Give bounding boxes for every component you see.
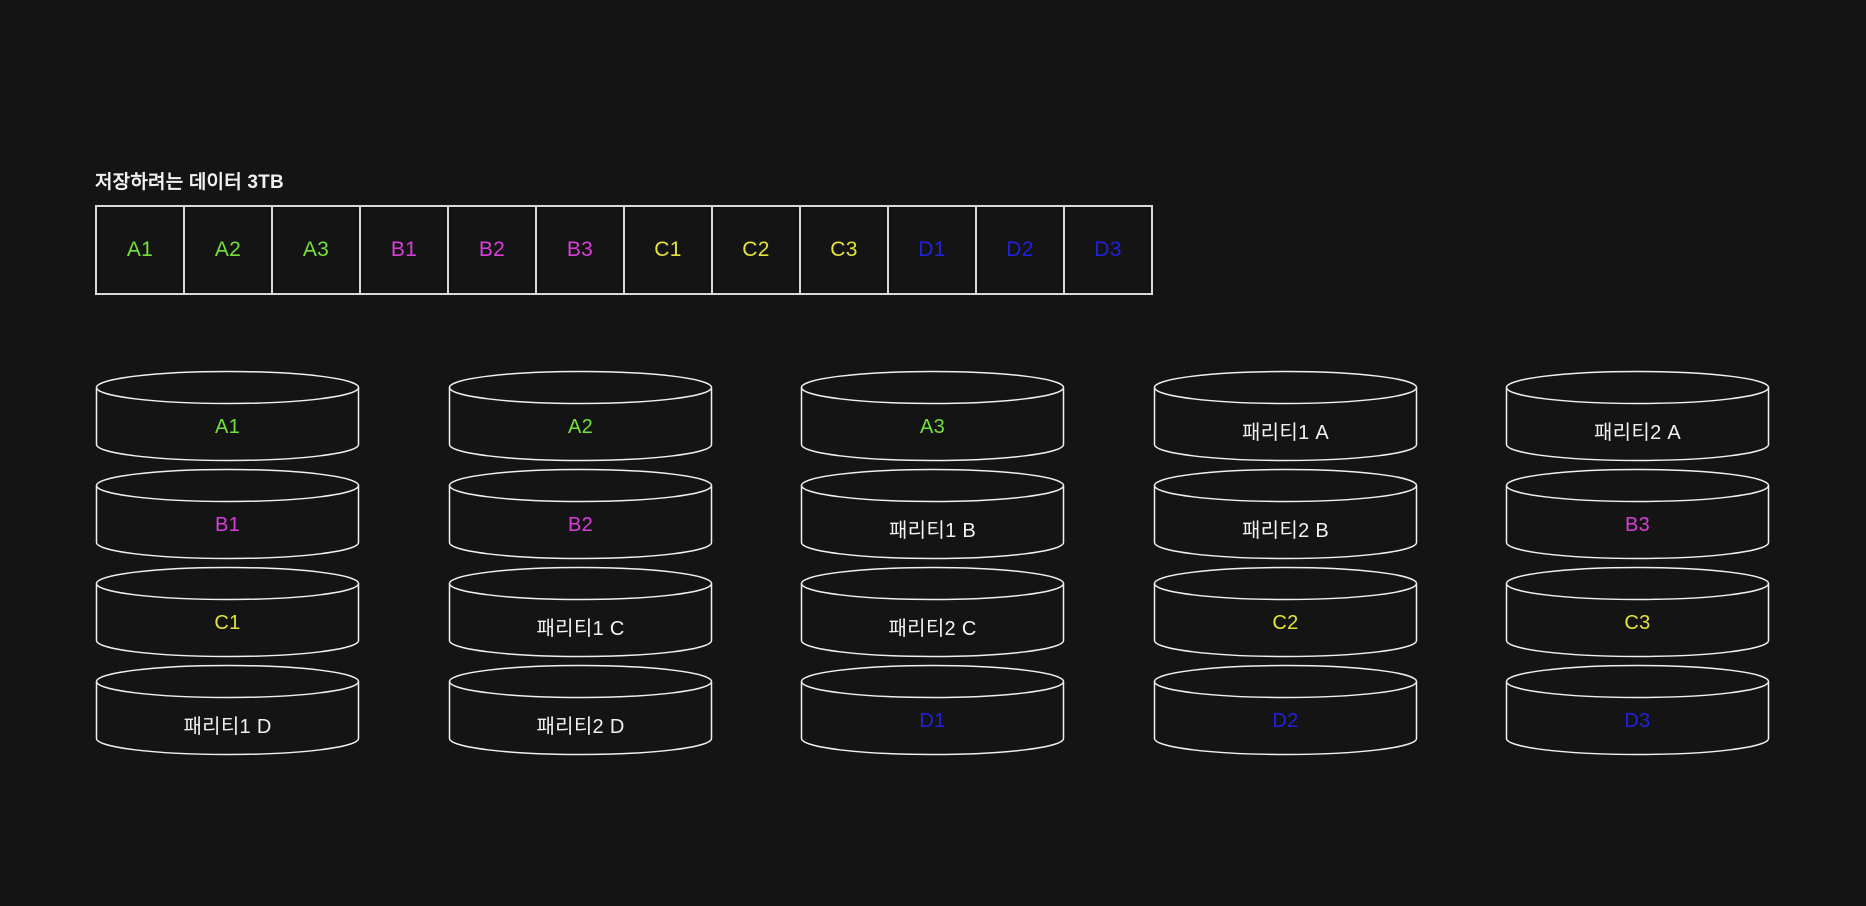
disk-cylinder-icon bbox=[800, 468, 1065, 560]
disk-cylinder-icon bbox=[95, 664, 360, 756]
disk-slot-label: 패리티1 A bbox=[1241, 422, 1330, 444]
disk-cylinder-icon bbox=[448, 664, 713, 756]
data-block-cell: C1 bbox=[625, 207, 713, 293]
data-block-cell: D3 bbox=[1065, 207, 1151, 293]
disk-cylinder-icon bbox=[800, 664, 1065, 756]
data-block-cell: A3 bbox=[273, 207, 361, 293]
disk-cylinder-icon bbox=[1505, 468, 1770, 560]
data-block-cell: C2 bbox=[713, 207, 801, 293]
disk-slot: B1 bbox=[95, 468, 360, 560]
disk-slot: 패리티1 D bbox=[95, 664, 360, 756]
disk-cylinder-icon bbox=[95, 370, 360, 462]
disk-cylinder-icon bbox=[95, 468, 360, 560]
disk-cylinder-icon bbox=[800, 370, 1065, 462]
disk-slot-label: 패리티2 A bbox=[1593, 422, 1682, 444]
disk-slot-label: B2 bbox=[567, 514, 594, 536]
disk-column-3: A3 패리티1 B 패리티2 C D1 bbox=[800, 370, 1065, 762]
disk-cylinder-icon bbox=[95, 566, 360, 658]
data-block-label: B3 bbox=[566, 238, 594, 261]
disk-cylinder-icon bbox=[1505, 664, 1770, 756]
data-block-cell: A2 bbox=[185, 207, 273, 293]
data-block-label: B1 bbox=[390, 238, 418, 261]
disk-cylinder-icon bbox=[1153, 468, 1418, 560]
data-block-cell: D1 bbox=[889, 207, 977, 293]
disk-slot-label: 패리티2 B bbox=[1241, 520, 1330, 542]
disk-slot-label: C2 bbox=[1272, 612, 1299, 634]
disk-slot: C1 bbox=[95, 566, 360, 658]
data-block-label: C3 bbox=[830, 238, 858, 261]
data-block-label: B2 bbox=[478, 238, 506, 261]
data-block-cell: D2 bbox=[977, 207, 1065, 293]
disk-slot-label: D1 bbox=[919, 710, 946, 732]
disk-slot: 패리티2 A bbox=[1505, 370, 1770, 462]
disk-slot-label: D3 bbox=[1624, 710, 1651, 732]
data-block-cell: B3 bbox=[537, 207, 625, 293]
disk-slot: 패리티2 C bbox=[800, 566, 1065, 658]
disk-slot-label: 패리티1 B bbox=[888, 520, 977, 542]
disk-cylinder-icon bbox=[1505, 370, 1770, 462]
disk-slot: C3 bbox=[1505, 566, 1770, 658]
disk-slot: D3 bbox=[1505, 664, 1770, 756]
data-block-label: C2 bbox=[742, 238, 770, 261]
data-block-cell: B2 bbox=[449, 207, 537, 293]
disk-slot: A3 bbox=[800, 370, 1065, 462]
data-strip: A1 A2 A3 B1 B2 B3 C1 C2 C3 D1 D2 D3 bbox=[95, 205, 1153, 295]
data-block-label: A3 bbox=[302, 238, 330, 261]
disk-slot: B2 bbox=[448, 468, 713, 560]
disk-slot: D2 bbox=[1153, 664, 1418, 756]
disk-slot: B3 bbox=[1505, 468, 1770, 560]
disk-cylinder-icon bbox=[1153, 566, 1418, 658]
disk-slot: A2 bbox=[448, 370, 713, 462]
data-block-cell: B1 bbox=[361, 207, 449, 293]
disk-cylinder-icon bbox=[448, 468, 713, 560]
disk-cylinder-icon bbox=[448, 370, 713, 462]
disk-slot: 패리티1 A bbox=[1153, 370, 1418, 462]
disk-slot-label: A2 bbox=[567, 416, 594, 438]
disk-slot-label: 패리티1 C bbox=[536, 618, 625, 640]
disk-slot-label: 패리티2 C bbox=[888, 618, 977, 640]
disk-slot-label: C1 bbox=[214, 612, 241, 634]
disk-cylinder-icon bbox=[1505, 566, 1770, 658]
disk-slot-label: B3 bbox=[1624, 514, 1651, 536]
disk-slot: D1 bbox=[800, 664, 1065, 756]
disk-slot-label: B1 bbox=[214, 514, 241, 536]
disk-slot: 패리티1 B bbox=[800, 468, 1065, 560]
disk-slot-label: 패리티1 D bbox=[183, 716, 272, 738]
disk-cylinder-icon bbox=[1153, 370, 1418, 462]
disk-slot-label: D2 bbox=[1272, 710, 1299, 732]
disk-cylinder-icon bbox=[800, 566, 1065, 658]
disk-slot: C2 bbox=[1153, 566, 1418, 658]
disk-slot-label: A1 bbox=[214, 416, 241, 438]
disk-slot: 패리티2 B bbox=[1153, 468, 1418, 560]
data-block-label: A2 bbox=[214, 238, 242, 261]
disk-slot: 패리티1 C bbox=[448, 566, 713, 658]
data-block-label: C1 bbox=[654, 238, 682, 261]
diagram-title: 저장하려는 데이터 3TB bbox=[95, 172, 284, 193]
data-block-label: D3 bbox=[1094, 238, 1122, 261]
disk-cylinder-icon bbox=[1153, 664, 1418, 756]
disk-slot-label: 패리티2 D bbox=[536, 716, 625, 738]
data-block-cell: C3 bbox=[801, 207, 889, 293]
disk-slot: 패리티2 D bbox=[448, 664, 713, 756]
disk-slot: A1 bbox=[95, 370, 360, 462]
disk-cylinder-icon bbox=[448, 566, 713, 658]
data-block-label: D1 bbox=[918, 238, 946, 261]
disk-slot-label: C3 bbox=[1624, 612, 1651, 634]
data-block-label: D2 bbox=[1006, 238, 1034, 261]
data-block-cell: A1 bbox=[97, 207, 185, 293]
data-block-label: A1 bbox=[126, 238, 154, 261]
disk-slot-label: A3 bbox=[919, 416, 946, 438]
